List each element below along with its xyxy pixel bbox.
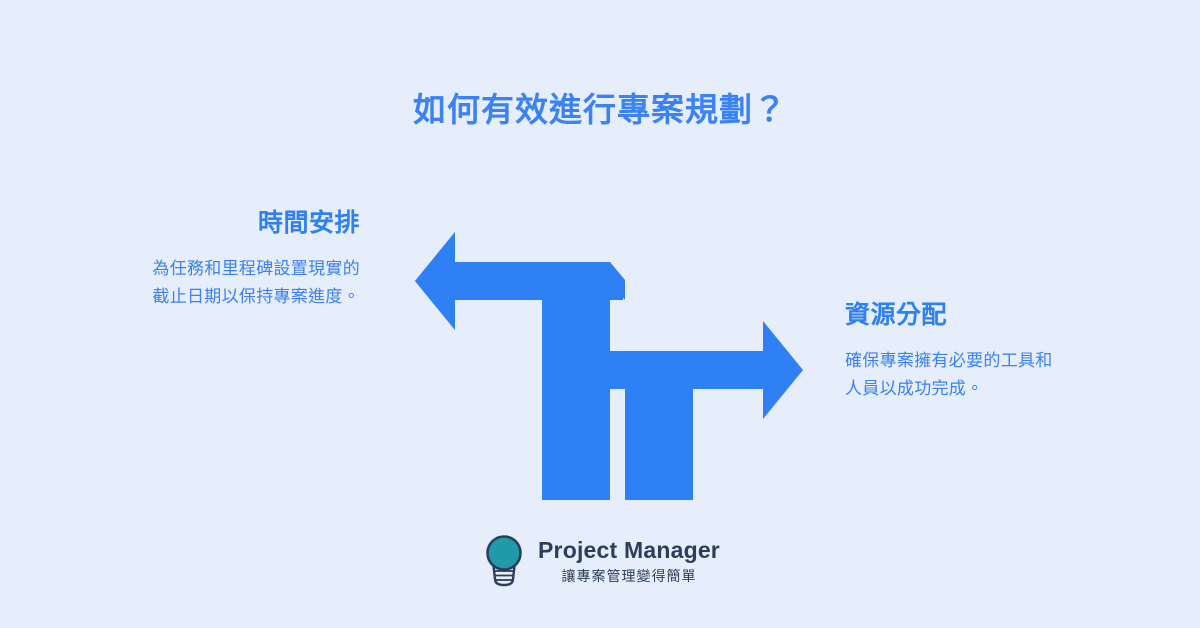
page-title: 如何有效進行專案規劃？ xyxy=(413,91,787,129)
callout-resources: 資源分配 確保專案擁有必要的工具和人員以成功完成。 xyxy=(845,300,1060,402)
right-arrow-shape xyxy=(595,321,803,419)
brand-name: Project Manager xyxy=(538,537,720,563)
arrow-diagram xyxy=(395,218,825,518)
brand-logo: Project Manager 讓專案管理變得簡單 xyxy=(0,532,1200,590)
right-arrow-stem xyxy=(625,379,693,500)
brand-logo-text: Project Manager 讓專案管理變得簡單 xyxy=(538,537,720,584)
left-arrow-stem xyxy=(542,290,610,500)
arrow-diagram-svg xyxy=(415,232,803,500)
left-arrow-shape xyxy=(415,232,623,330)
callout-timeline-heading: 時間安排 xyxy=(257,209,360,237)
callout-timeline-body: 為任務和里程碑設置現實的截止日期以保持專案進度。 xyxy=(152,259,360,306)
callout-resources-heading: 資源分配 xyxy=(845,301,948,329)
callout-timeline: 時間安排 為任務和里程碑設置現實的截止日期以保持專案進度。 xyxy=(138,208,360,310)
lightbulb-icon xyxy=(480,532,528,590)
brand-tagline: 讓專案管理變得簡單 xyxy=(561,568,697,584)
callout-resources-body: 確保專案擁有必要的工具和人員以成功完成。 xyxy=(845,351,1053,398)
